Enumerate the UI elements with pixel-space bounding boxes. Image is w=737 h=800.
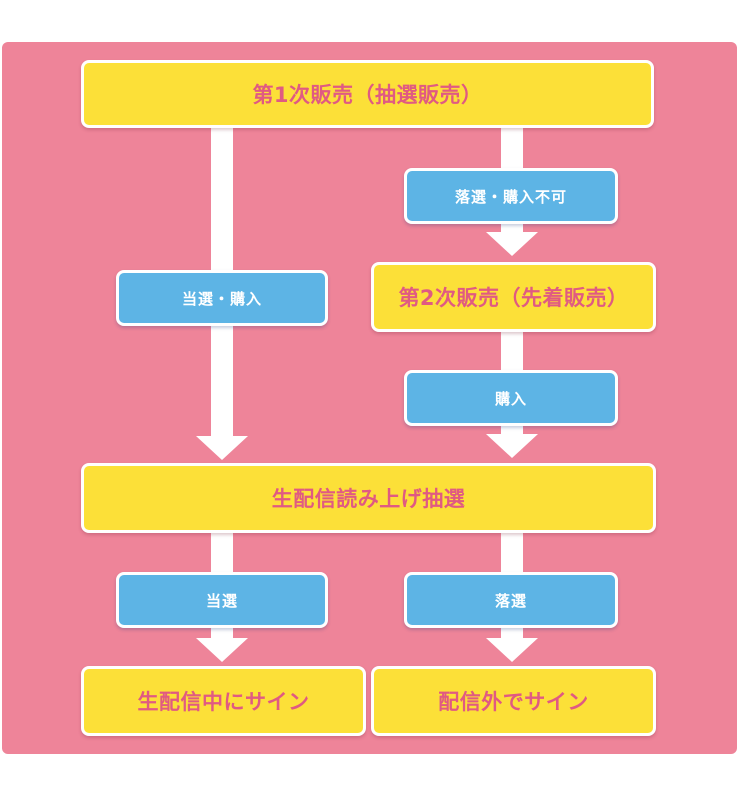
node-live-lottery: 生配信読み上げ抽選	[81, 463, 656, 533]
edge-label-lost: 落選	[404, 572, 618, 628]
edge-label-lost-no-purchase: 落選・購入不可	[404, 168, 618, 224]
arrow-head-right-top	[486, 232, 538, 256]
edge-label-won: 当選	[116, 572, 328, 628]
arrow-head-bottom-left	[196, 638, 248, 662]
node-sign-offstream: 配信外でサイン	[371, 666, 656, 736]
edge-label-won-purchase: 当選・購入	[116, 270, 328, 326]
arrow-head-bottom-right	[486, 638, 538, 662]
node-first-sale: 第1次販売（抽選販売）	[81, 60, 654, 128]
arrow-head-right-middle	[486, 434, 538, 458]
node-second-sale: 第2次販売（先着販売）	[371, 262, 656, 332]
arrow-head-left-long	[196, 436, 248, 460]
node-sign-live: 生配信中にサイン	[81, 666, 366, 736]
edge-label-purchase: 購入	[404, 370, 618, 426]
